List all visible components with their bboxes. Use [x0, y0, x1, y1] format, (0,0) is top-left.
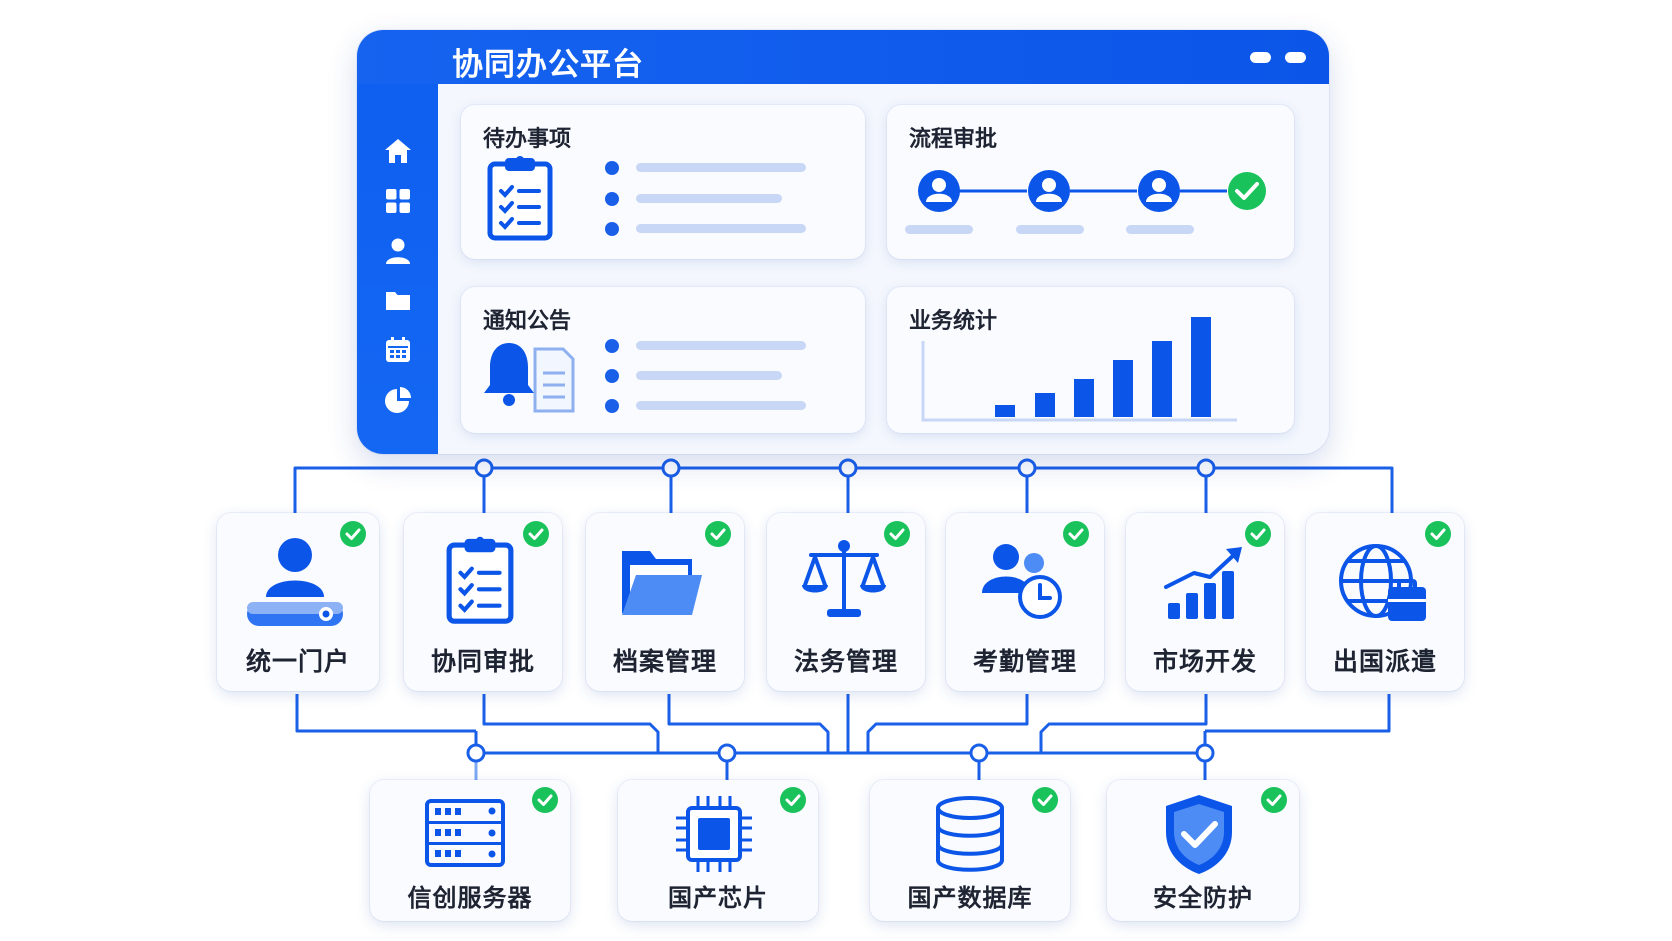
infra-label: 国产芯片: [668, 884, 768, 912]
infra-label: 国产数据库: [907, 884, 1033, 912]
module-card-overseas[interactable]: 出国派遣: [1306, 513, 1464, 691]
user-icon: [1138, 170, 1180, 212]
module-card-portal[interactable]: 统一门户: [217, 513, 379, 691]
list-bullet: [605, 399, 619, 413]
panel-notice[interactable]: 通知公告: [461, 287, 865, 433]
folder-icon[interactable]: [383, 285, 413, 315]
module-label: 出国派遣: [1332, 647, 1437, 676]
folder-icon: [618, 543, 704, 619]
infra-card-chip[interactable]: 国产芯片: [618, 780, 818, 921]
module-label: 统一门户: [245, 647, 350, 676]
list-line: [636, 401, 806, 410]
list-bullet: [605, 339, 619, 353]
check-icon: [522, 520, 550, 548]
module-card-market[interactable]: 市场开发: [1126, 513, 1284, 691]
infra-card-security[interactable]: 安全防护: [1107, 780, 1299, 921]
sidebar: [357, 84, 438, 454]
list-line: [636, 341, 806, 350]
module-label: 考勤管理: [972, 647, 1077, 676]
module-card-legal[interactable]: 法务管理: [767, 513, 925, 691]
check-icon: [883, 520, 911, 548]
office-platform-window: 协同办公平台 待办事项: [357, 30, 1329, 454]
module-label: 法务管理: [793, 647, 898, 676]
globe-briefcase-icon: [1336, 541, 1428, 625]
check-icon: [1062, 520, 1090, 548]
chip-icon: [674, 794, 754, 874]
list-bullet: [605, 192, 619, 206]
list-line: [636, 163, 806, 172]
check-icon: [339, 520, 367, 548]
check-icon: [1228, 172, 1266, 210]
user-icon[interactable]: [383, 236, 413, 266]
module-card-attendance[interactable]: 考勤管理: [946, 513, 1104, 691]
check-icon: [779, 786, 807, 814]
check-icon: [531, 786, 559, 814]
user-portal-icon: [244, 535, 346, 627]
pie-chart-icon[interactable]: [383, 385, 413, 415]
list-line: [636, 194, 782, 203]
list-bullet: [605, 161, 619, 175]
grid-icon[interactable]: [383, 186, 413, 216]
panel-title: 通知公告: [483, 309, 572, 334]
check-icon: [1244, 520, 1272, 548]
module-label: 档案管理: [612, 647, 717, 676]
home-icon[interactable]: [383, 136, 413, 166]
infra-card-server[interactable]: 信创服务器: [370, 780, 570, 921]
window-titlebar: 协同办公平台: [357, 30, 1329, 84]
users-clock-icon: [976, 541, 1066, 621]
list-line: [636, 371, 782, 380]
panel-todo[interactable]: 待办事项: [461, 105, 865, 259]
check-icon: [1424, 520, 1452, 548]
infra-label: 信创服务器: [407, 884, 533, 912]
user-icon: [918, 170, 960, 212]
approval-flow: [905, 170, 1266, 234]
clipboard-checklist-icon: [485, 155, 555, 241]
bell-document-icon: [483, 341, 579, 415]
panel-title: 待办事项: [483, 127, 572, 152]
module-card-archive[interactable]: 档案管理: [586, 513, 744, 691]
list-bullet: [605, 369, 619, 383]
panel-title: 流程审批: [909, 127, 998, 152]
bar-chart-icon: [921, 317, 1237, 422]
module-label: 市场开发: [1152, 647, 1257, 676]
check-icon: [1260, 786, 1288, 814]
window-control-minimize[interactable]: [1250, 52, 1271, 63]
server-icon: [424, 798, 506, 868]
database-icon: [934, 796, 1006, 872]
panel-title: 业务统计: [909, 309, 998, 334]
check-icon: [704, 520, 732, 548]
shield-check-icon: [1162, 792, 1236, 876]
user-icon: [1028, 170, 1070, 212]
calendar-icon[interactable]: [383, 335, 413, 365]
list-line: [636, 224, 806, 233]
window-control-maximize[interactable]: [1285, 52, 1306, 63]
check-icon: [1031, 786, 1059, 814]
clipboard-checklist-icon: [444, 535, 516, 625]
module-card-approval[interactable]: 协同审批: [404, 513, 562, 691]
infra-card-database[interactable]: 国产数据库: [870, 780, 1070, 921]
panel-stats[interactable]: 业务统计: [887, 287, 1294, 433]
scales-icon: [799, 537, 889, 621]
infra-label: 安全防护: [1153, 884, 1253, 912]
growth-chart-icon: [1164, 547, 1244, 619]
window-title: 协同办公平台: [452, 47, 644, 83]
module-label: 协同审批: [430, 647, 535, 676]
panel-approval[interactable]: 流程审批: [887, 105, 1294, 259]
list-bullet: [605, 222, 619, 236]
